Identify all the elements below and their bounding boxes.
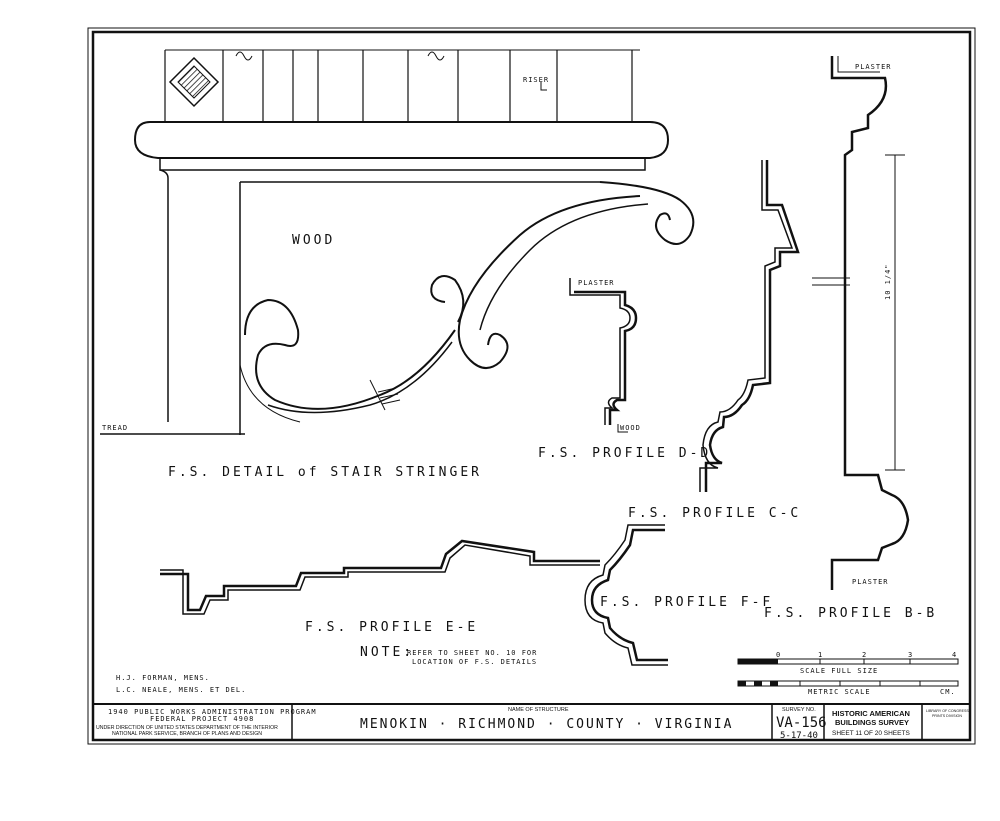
scale-full-label: SCALE FULL SIZE: [800, 667, 878, 675]
scale-tick-0: 0: [776, 651, 781, 659]
dimension-label: 10 1/4": [884, 263, 892, 300]
title-stair-stringer: F.S. DETAIL of STAIR STRINGER: [168, 465, 482, 480]
note-prefix: NOTE:: [360, 645, 414, 660]
metric-label: METRIC SCALE: [808, 688, 871, 696]
agency-line-2: BUILDINGS SURVEY: [835, 718, 909, 727]
sheet-info: SHEET 11 OF 20 SHEETS: [832, 730, 910, 737]
profile-ff: [584, 524, 668, 666]
credit-line-1: H.J. FORMAN, MENS.: [116, 674, 210, 682]
title-profile-ff: F.S. PROFILE F-F: [600, 595, 773, 610]
title-profile-cc: F.S. PROFILE C-C: [628, 506, 801, 521]
scale-tick-4: 4: [952, 651, 957, 659]
title-profile-ee: F.S. PROFILE E-E: [305, 620, 478, 635]
credit-line-2: L.C. NEALE, MENS. ET DEL.: [116, 686, 246, 694]
outer-border: [87, 27, 976, 745]
profile-cc: [699, 160, 800, 492]
survey-date: 5-17-40: [780, 731, 818, 741]
metric-scale: [737, 680, 959, 687]
copy-line-2: PRINTS DIVISION: [932, 714, 962, 718]
title-profile-dd: F.S. PROFILE D-D: [538, 446, 711, 461]
scale-tick-2: 2: [862, 651, 867, 659]
survey-label: SURVEY NO.: [782, 707, 816, 713]
scale-tick-1: 1: [818, 651, 823, 659]
program-line-2: FEDERAL PROJECT 4908: [150, 715, 254, 723]
profile-ee: [160, 539, 600, 615]
agency-line-1: HISTORIC AMERICAN: [832, 709, 910, 718]
plaster-label-dd: PLASTER: [578, 279, 615, 287]
survey-number: VA-156: [776, 715, 827, 731]
wood-label: WOOD: [292, 233, 335, 248]
direction-line-2: NATIONAL PARK SERVICE, BRANCH OF PLANS A…: [112, 731, 262, 737]
copy-line-1: LIBRARY OF CONGRESS: [926, 709, 969, 713]
structure-name: MENOKIN · RICHMOND · COUNTY · VIRGINIA: [360, 717, 733, 732]
note-line-2: LOCATION OF F.S. DETAILS: [412, 658, 537, 666]
title-block: [93, 703, 970, 740]
note-line-1: REFER TO SHEET NO. 10 FOR: [407, 649, 537, 657]
profile-dd: [569, 278, 638, 433]
cm-label: CM.: [940, 688, 956, 696]
structure-name-label: NAME OF STRUCTURE: [508, 707, 569, 713]
inner-border: [91, 30, 972, 742]
profile-bb: [812, 56, 910, 590]
plaster-label-bb-top: PLASTER: [855, 63, 892, 71]
tread-label: TREAD: [102, 424, 128, 432]
title-profile-bb: F.S. PROFILE B-B: [764, 606, 937, 621]
scale-tick-3: 3: [908, 651, 913, 659]
riser-label: RISER: [523, 76, 549, 84]
scale-full-size: [737, 658, 959, 665]
direction-line-1: UNDER DIRECTION OF UNITED STATES DEPARTM…: [96, 725, 278, 731]
program-line-1: 1940 PUBLIC WORKS ADMINISTRATION PROGRAM: [108, 708, 317, 716]
wood-small-label: WOOD: [620, 424, 641, 432]
plaster-label-bb-bottom: PLASTER: [852, 578, 889, 586]
stair-stringer-detail: [100, 49, 695, 435]
